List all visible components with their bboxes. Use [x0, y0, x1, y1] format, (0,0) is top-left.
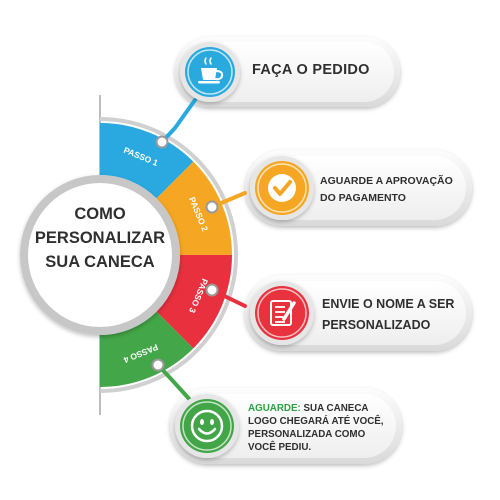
connector-1	[160, 98, 197, 144]
center-title: COMO PERSONALIZAR SUA CANECA	[30, 202, 170, 274]
step-3-text: ENVIE O NOME A SER PERSONALIZADO	[322, 297, 455, 332]
checkmark-icon	[250, 156, 314, 220]
step-2-text: AGUARDE A APROVAÇÃO DO PAGAMENTO	[320, 175, 453, 204]
connector-dot-2	[205, 200, 219, 214]
connector-dot-1	[155, 135, 169, 149]
center-title-line-1: COMO	[74, 205, 126, 223]
center-circle	[20, 175, 180, 335]
coffee-cup-icon	[180, 42, 240, 102]
connector-dot-3	[205, 283, 219, 297]
center-title-line-2: PERSONALIZAR	[34, 229, 166, 247]
step-4-body: SUA CANECA LOGO CHEGARÁ ATÉ VOCÊ, PERSON…	[248, 403, 384, 453]
smiley-icon	[175, 394, 239, 458]
step-1-text: FAÇA O PEDIDO	[252, 62, 370, 78]
center-title-line-3: SUA CANECA	[45, 253, 155, 271]
connector-4	[156, 363, 194, 404]
step-4-text: AGUARDE: SUA CANECA LOGO CHEGARÁ ATÉ VOC…	[248, 402, 388, 454]
segment-1	[100, 123, 194, 199]
segment-3	[156, 255, 232, 349]
step-4-highlight: AGUARDE:	[248, 403, 301, 414]
segment-4	[100, 311, 194, 388]
segment-2	[156, 161, 232, 255]
connector-dot-4	[151, 358, 165, 372]
edit-document-icon	[250, 281, 314, 345]
segment-rim	[99, 117, 238, 393]
